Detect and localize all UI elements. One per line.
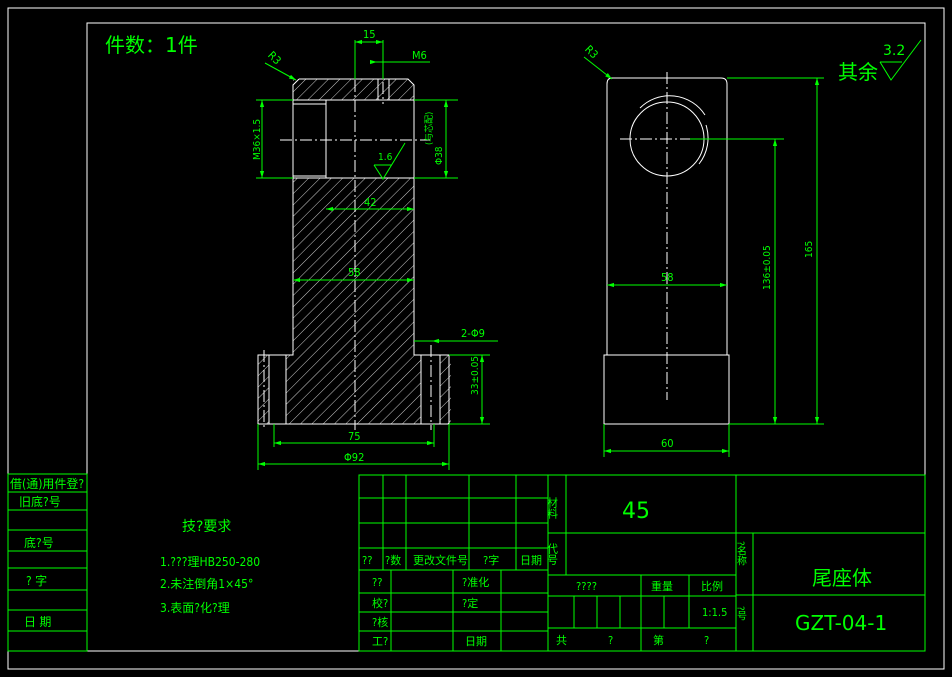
outer-border — [7, 7, 945, 670]
dim-58-front: 58 — [348, 266, 361, 279]
dim-rough-1-6: 1.6 — [378, 152, 393, 163]
rev-h-3: 更改文件号 — [413, 553, 468, 567]
sign-3: ?核 — [372, 615, 388, 629]
notes-title: 技?要求 — [182, 519, 231, 535]
left-row-4: ? 字 — [26, 573, 47, 588]
part-no-label: ?号 — [735, 606, 747, 622]
std-label: ?准化 — [462, 575, 489, 589]
dim-15: 15 — [363, 28, 376, 41]
rev-h-2: ?数 — [385, 554, 401, 567]
rev-h-1: ?? — [362, 554, 373, 567]
title-block: 材料 45 代号 ?名称 尾座体 ?号 GZT-04-1 ?? ?数 更改文件号… — [358, 474, 926, 652]
dim-2-d9: 2-Φ9 — [461, 327, 485, 340]
part-name: 尾座体 — [812, 566, 872, 590]
roughness-value: 3.2 — [883, 43, 905, 59]
dim-33: 33±0.05 — [470, 356, 481, 395]
stage-label: ???? — [576, 580, 597, 593]
quantity-label: 件数：1件 — [105, 33, 198, 57]
dim-60: 60 — [661, 437, 674, 450]
part-no: GZT-04-1 — [795, 611, 887, 635]
roughness-symbol: 其余 3.2 — [838, 39, 922, 84]
left-block: 借(通)用件登? 旧底?号 底?号 ? 字 日 期 — [7, 473, 88, 652]
scale-label: 比例 — [701, 579, 723, 593]
side-view — [603, 72, 730, 425]
sign-4: 工? — [372, 635, 388, 648]
note-2: 2.未注倒角1×45° — [160, 576, 253, 591]
technical-notes: 技?要求 1.???理HB250-280 2.未注倒角1×45° 3.表面?化?… — [160, 519, 260, 615]
left-row-5: 日 期 — [24, 615, 51, 629]
rev-h-4: ?字 — [483, 553, 499, 567]
left-row-2: 旧底?号 — [19, 494, 61, 509]
dim-42: 42 — [364, 196, 377, 209]
dim-r3-side: R3 — [582, 43, 601, 62]
roughness-prefix: 其余 — [838, 60, 878, 84]
material-value: 45 — [622, 499, 650, 524]
code-label: 代号 — [546, 543, 559, 566]
total-label: 共 — [556, 634, 567, 647]
dim-58-side: 58 — [661, 271, 674, 284]
sign-2: 校? — [372, 596, 388, 610]
note-1: 1.???理HB250-280 — [160, 555, 260, 569]
dim-165: 165 — [804, 241, 815, 258]
sheet-label: 第 — [653, 633, 664, 647]
left-row-3: 底?号 — [24, 535, 54, 550]
approve-label: ?定 — [462, 596, 478, 610]
weight-label: 重量 — [651, 579, 673, 593]
sheet-value: ? — [704, 634, 709, 647]
dim-m36: M36×1.5 — [252, 119, 263, 160]
front-view — [257, 60, 451, 430]
dim-d38: Φ38 — [434, 146, 445, 165]
note-3: 3.表面?化?理 — [160, 601, 230, 615]
sign-1: ?? — [372, 576, 383, 589]
scale-value: 1:1.5 — [702, 606, 727, 619]
front-dimensions: 15 M6 R3 M36×1.5 Φ38 (与芯配) 1.6 42 58 2-Φ… — [252, 28, 498, 470]
name-label: ?名称 — [735, 541, 747, 567]
left-row-1: 借(通)用件登? — [10, 476, 84, 491]
material-label: 材料 — [546, 496, 559, 520]
date-label: 日期 — [465, 635, 487, 648]
dim-bore-note: (与芯配) — [423, 112, 435, 145]
side-dimensions: R3 58 136±0.05 165 60 — [582, 43, 824, 457]
dim-d92: Φ92 — [344, 451, 364, 464]
dim-m6: M6 — [412, 49, 427, 62]
rev-h-5: 日期 — [520, 554, 542, 567]
dim-136: 136±0.05 — [762, 245, 773, 290]
total-value: ? — [608, 634, 613, 647]
dim-75: 75 — [348, 430, 361, 443]
